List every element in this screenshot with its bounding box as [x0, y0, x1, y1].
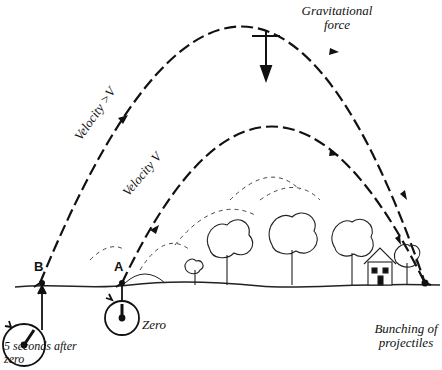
velocity-label: Velocity >V	[72, 61, 135, 143]
velocity-label: Velocity V	[120, 129, 182, 199]
point-label: B	[34, 260, 48, 274]
trajectory-slow	[122, 127, 425, 284]
note-label: Bunching of projectiles	[372, 322, 440, 349]
trajectory-fast	[40, 27, 425, 284]
clock-label: Zero	[142, 318, 192, 332]
text-label: Gravitational force	[292, 4, 382, 31]
clock-label: 5 seconds after zero	[4, 340, 78, 365]
point-label: A	[114, 260, 128, 274]
